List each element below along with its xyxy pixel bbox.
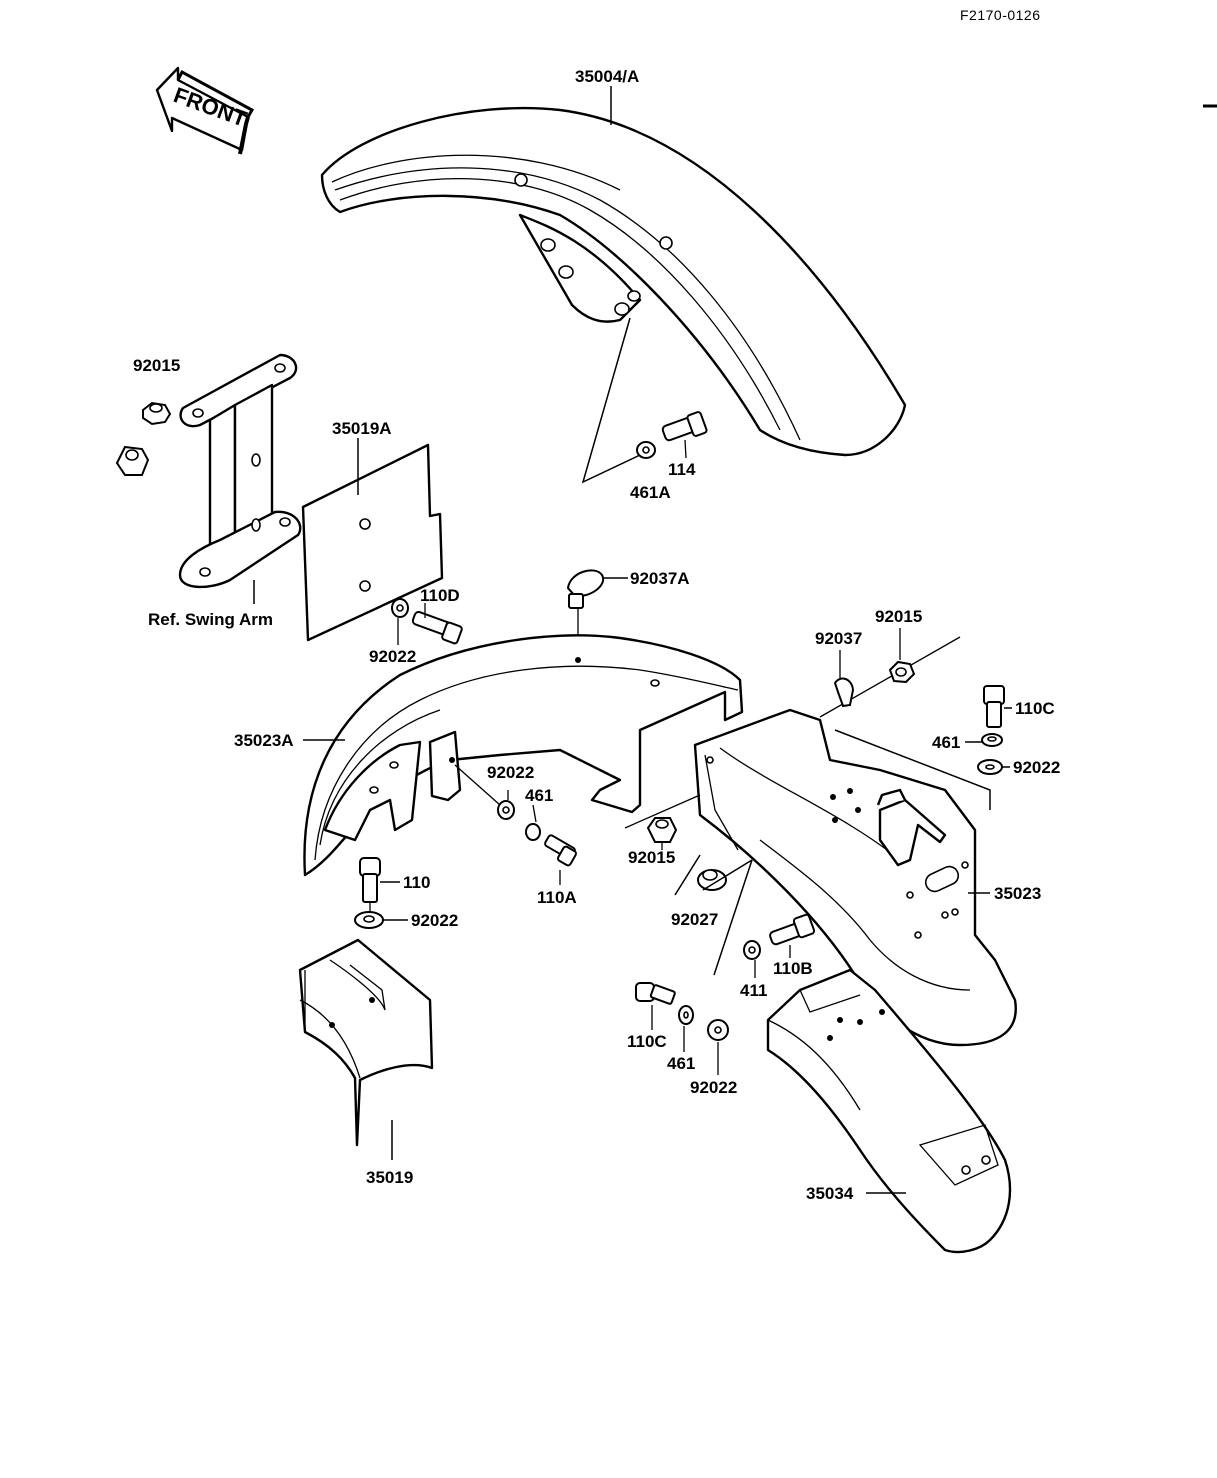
washer-92022-e: [707, 1019, 729, 1041]
label-110: 110: [403, 873, 430, 892]
label-35019: 35019: [366, 1168, 413, 1187]
washer-92022-c: [497, 800, 515, 820]
nut-92015-c: [646, 817, 678, 843]
lockwasher-461-a: [981, 733, 1003, 747]
label-110C-a: 110C: [1015, 699, 1055, 718]
license-plate-35019A: [301, 443, 444, 642]
bolt-110C-a: [983, 685, 1005, 728]
bolt-114: [661, 411, 708, 459]
flap-35019: [298, 938, 434, 1147]
front-fender: [320, 106, 907, 457]
nut-92015-top: [142, 401, 172, 426]
nut-92015-b: [888, 660, 916, 684]
label-92037: 92037: [815, 629, 862, 648]
label-461-c: 461: [667, 1054, 695, 1073]
label-114: 114: [668, 460, 696, 479]
label-110B: 110B: [773, 959, 813, 978]
diagram-code: F2170-0126: [960, 7, 1041, 23]
license-bracket: [178, 353, 302, 589]
label-35023: 35023: [994, 884, 1041, 903]
label-411: 411: [740, 981, 767, 1000]
label-35023A: 35023A: [234, 731, 294, 750]
lockwasher-461-c: [678, 1005, 694, 1025]
front-arrow: FRONT: [155, 66, 255, 155]
bolt-110: [359, 857, 381, 912]
label-92022-d: 92022: [411, 911, 458, 930]
label-35034: 35034: [806, 1184, 854, 1203]
nut-92015-top-second: [115, 445, 150, 476]
label-92022-c: 92022: [487, 763, 534, 782]
label-92015-c: 92015: [628, 848, 675, 867]
washer-92022-d: [354, 911, 384, 929]
label-35019A: 35019A: [332, 419, 392, 438]
label-110C-b: 110C: [627, 1032, 667, 1051]
clip-92037A: [566, 569, 605, 660]
rear-fender-35023A: [303, 634, 744, 877]
label-461-a: 461: [932, 733, 960, 752]
lockwasher-461-b: [525, 823, 541, 841]
collar-92027: [697, 869, 727, 891]
rear-fender-35023: [693, 708, 1017, 1047]
washer-411: [743, 940, 761, 960]
washer-461A: [636, 441, 656, 459]
bolt-110C-b: [635, 982, 676, 1005]
label-92022-a: 92022: [369, 647, 416, 666]
rear-flap-35034: [766, 968, 1012, 1254]
washer-92022-b: [977, 759, 1003, 775]
label-461-b: 461: [525, 786, 553, 805]
bolt-110A: [544, 834, 577, 867]
label-92022-b: 92022: [1013, 758, 1060, 777]
label-461A: 461A: [630, 483, 671, 502]
label-92015-b: 92015: [875, 607, 922, 626]
label-35004A: 35004/A: [575, 67, 639, 86]
label-110D: 110D: [420, 586, 460, 605]
label-ref-swing-arm: Ref. Swing Arm: [148, 610, 273, 629]
label-92015-top: 92015: [133, 356, 180, 375]
label-92022-e: 92022: [690, 1078, 737, 1097]
clip-92037: [833, 677, 855, 708]
label-110A: 110A: [537, 888, 577, 907]
bolt-110D: [411, 610, 463, 645]
label-92037A: 92037A: [630, 569, 690, 588]
washer-92022-a: [391, 598, 409, 618]
label-92027: 92027: [671, 910, 718, 929]
bolt-110B: [769, 913, 816, 946]
